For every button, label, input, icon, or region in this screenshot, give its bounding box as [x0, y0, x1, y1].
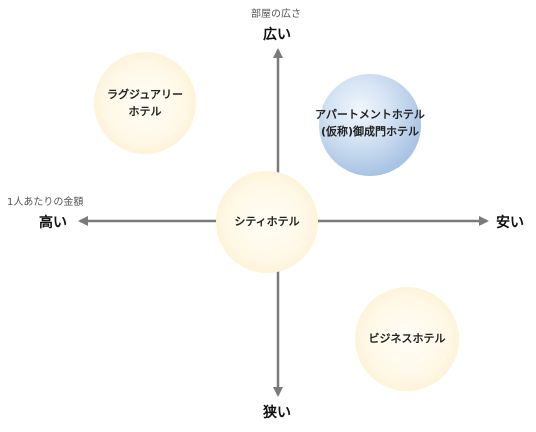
- luxury-hotel-label-line2: ホテル: [128, 105, 162, 118]
- city-hotel-circle: シティホテル: [216, 171, 318, 273]
- business-hotel-circle: ビジネスホテル: [355, 287, 459, 391]
- apartment-hotel-label-line2: (仮称)御成門ホテル: [320, 125, 420, 138]
- city-hotel-label: シティホテル: [234, 215, 300, 229]
- top-axis-label: 広い: [263, 27, 291, 43]
- apartment-hotel-circle: アパートメントホテル (仮称)御成門ホテル: [315, 74, 425, 176]
- vertical-axis-caption: 部屋の広さ: [251, 9, 301, 20]
- left-axis-label: 高い: [39, 215, 67, 231]
- bottom-axis-label: 狭い: [263, 405, 291, 421]
- horizontal-axis-caption: 1人あたりの金額: [7, 197, 84, 208]
- luxury-hotel-circle: ラグジュアリー ホテル: [94, 52, 196, 154]
- apartment-hotel-label-line1: アパートメントホテル: [315, 107, 425, 121]
- luxury-hotel-label-line1: ラグジュアリー: [106, 87, 183, 101]
- right-axis-label: 安い: [496, 215, 524, 231]
- business-hotel-label: ビジネスホテル: [368, 332, 446, 346]
